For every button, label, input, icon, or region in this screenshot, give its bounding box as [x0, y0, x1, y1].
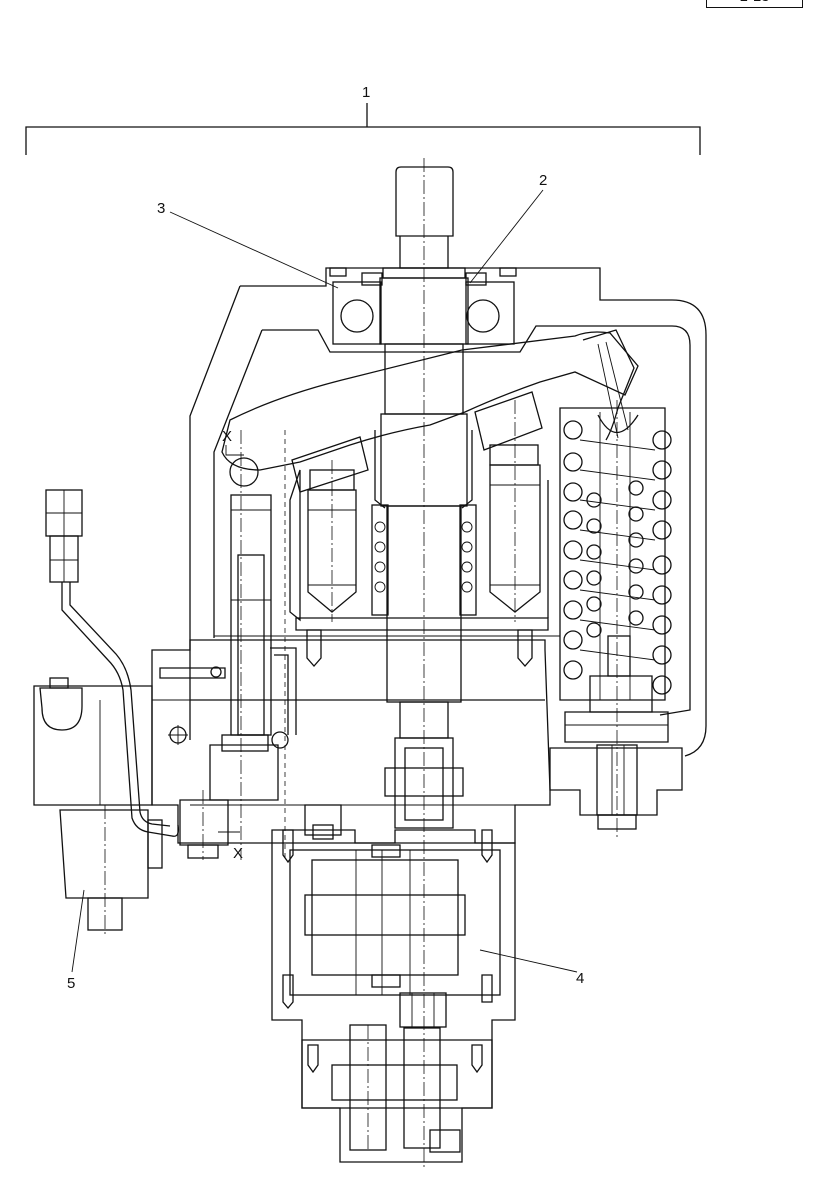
section-letter-bottom: X [233, 845, 243, 862]
leader-3 [169, 211, 339, 289]
dowel-pins-upper [306, 629, 533, 667]
control-spring-assembly [559, 400, 672, 840]
spring-coils-inner [579, 439, 656, 661]
section-mark-top: X [222, 428, 244, 456]
callout-1: 1 [362, 84, 370, 101]
leader-4 [479, 949, 578, 973]
piston-left [291, 436, 369, 622]
shaft-bearing [329, 267, 517, 345]
callout-3: 3 [157, 200, 165, 217]
section-letter-top: X [222, 428, 232, 445]
gear-pump [271, 829, 516, 1163]
connector-harness [45, 489, 180, 837]
control-valve [152, 430, 297, 860]
solenoid [33, 677, 163, 935]
adjusting-screw [549, 744, 683, 830]
assembly-bracket [25, 103, 701, 155]
swash-plate [221, 329, 639, 487]
callout-5: 5 [67, 975, 75, 992]
leader-5 [71, 889, 85, 973]
leader-lines [71, 189, 578, 973]
cylinder-barrel [289, 430, 549, 631]
spring-coils-outer [563, 420, 672, 695]
callout-2: 2 [539, 172, 547, 189]
section-mark-bottom: X [218, 831, 243, 862]
upper-housing [189, 267, 707, 757]
page-reference-box: 1-13 [706, 0, 803, 8]
piston-right [474, 391, 543, 622]
port-block [151, 639, 551, 844]
leader-2 [469, 189, 544, 284]
callout-4: 4 [576, 970, 584, 987]
